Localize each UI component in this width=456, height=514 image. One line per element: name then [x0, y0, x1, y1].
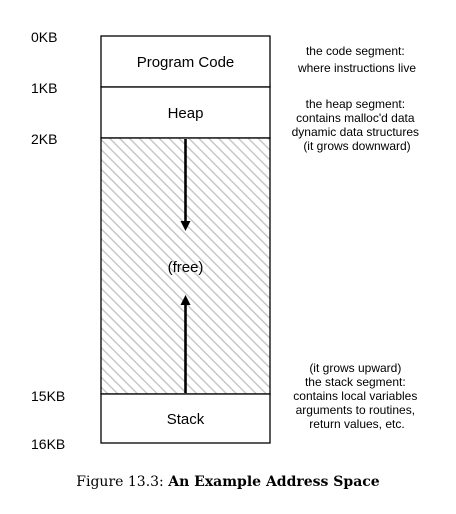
heap-segment-note: the heap segment: contains malloc'd data… — [292, 97, 423, 153]
code-segment-note: the code segment: where instructions liv… — [297, 44, 416, 75]
address-label-15kb: 15KB — [31, 388, 65, 404]
caption-prefix: Figure 13.3: — [76, 474, 164, 490]
stack-segment-note: (it grows upward) the stack segment: con… — [293, 361, 420, 431]
heap-segment-box — [100, 86, 271, 139]
address-label-1kb: 1KB — [31, 80, 57, 96]
caption-title: An Example Address Space — [168, 474, 380, 490]
address-label-0kb: 0KB — [31, 29, 57, 45]
figure-caption: Figure 13.3: An Example Address Space — [0, 474, 456, 490]
stack-segment-label: Stack — [167, 411, 205, 428]
code-segment-box — [100, 35, 271, 88]
heap-segment-label: Heap — [168, 105, 204, 122]
code-segment-label: Program Code — [137, 54, 235, 71]
address-label-2kb: 2KB — [31, 131, 57, 147]
address-label-16kb: 16KB — [31, 436, 65, 452]
stack-segment-box — [100, 393, 271, 444]
free-space-label: (free) — [168, 259, 204, 276]
